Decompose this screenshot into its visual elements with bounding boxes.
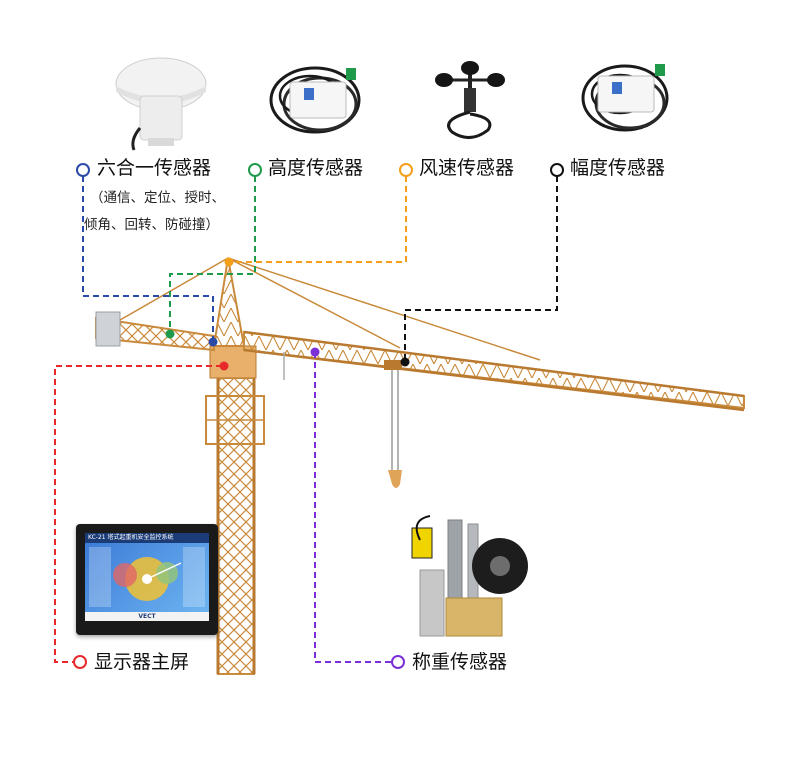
anemometer-image bbox=[435, 61, 505, 139]
display-connector bbox=[54, 361, 229, 669]
height-sensor-label: 高度传感器 bbox=[268, 157, 364, 179]
height-connector bbox=[165, 163, 262, 339]
six-in-one-note-line2: 倾角、回转、防碰撞） bbox=[84, 217, 219, 233]
gps-antenna-image bbox=[115, 57, 207, 151]
wind-speed-connector bbox=[224, 163, 413, 267]
wind-speed-sensor-label: 风速传感器 bbox=[419, 157, 515, 179]
six-in-one-connector bbox=[76, 163, 218, 347]
tower-crane bbox=[95, 257, 745, 675]
monitor-screen: KC-21 塔式起重机安全监控系统 VECT bbox=[85, 533, 209, 621]
display-main-screen-label: 显示器主屏 bbox=[94, 651, 190, 673]
amplitude-sensor-label: 幅度传感器 bbox=[570, 157, 666, 179]
height-sensor-image bbox=[269, 66, 361, 134]
amplitude-sensor-image bbox=[581, 64, 669, 132]
weighing-sensor-label: 称重传感器 bbox=[412, 651, 508, 673]
amplitude-connector bbox=[400, 163, 564, 367]
six-in-one-note-line1: （通信、定位、授时、 bbox=[90, 190, 225, 206]
weighing-connector bbox=[310, 347, 405, 669]
monitor-screen-graphic bbox=[89, 547, 205, 607]
monitor-screen-title: KC-21 塔式起重机安全监控系统 bbox=[85, 533, 209, 543]
display-monitor-image: KC-21 塔式起重机安全监控系统 VECT bbox=[76, 524, 218, 635]
weighing-sensor-image bbox=[411, 515, 528, 637]
monitor-brand: VECT bbox=[85, 612, 209, 621]
six-in-one-sensor-label: 六合一传感器 bbox=[97, 157, 212, 179]
